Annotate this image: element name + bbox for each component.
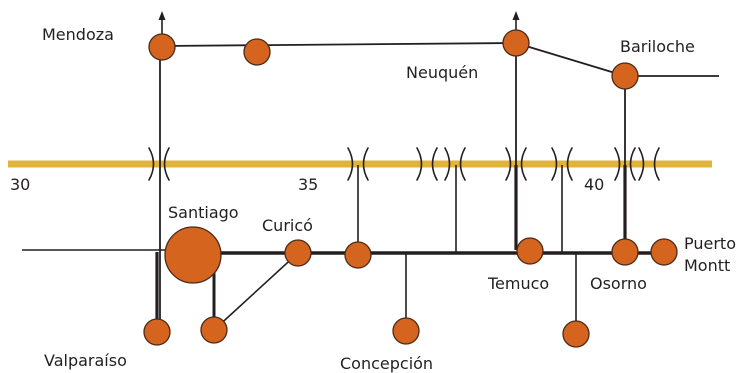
node-santiago [164, 226, 222, 284]
trans-andean-lines [155, 43, 627, 330]
node-unlabeled [562, 320, 590, 348]
city-label-osorno: Osorno [590, 274, 647, 293]
node-osorno [611, 238, 639, 266]
city-label-bariloche: Bariloche [620, 37, 695, 56]
node-unlabeled [200, 316, 228, 344]
city-label-concepcion: Concepción [340, 354, 433, 373]
pass-symbol [638, 147, 660, 181]
node-bariloche [611, 62, 639, 90]
pass-symbol [551, 147, 573, 181]
city-label-santiago: Santiago [168, 203, 239, 222]
node-curico [284, 239, 312, 267]
node-neuquen [502, 29, 530, 57]
pass-symbol [614, 147, 636, 181]
pass-symbol [444, 147, 466, 181]
city-label-puerto-montt: Puerto Montt [684, 234, 741, 275]
node-mendoza [148, 33, 176, 61]
latitude-tick-30: 30 [10, 175, 30, 194]
northern-line [161, 42, 719, 77]
node-unlabeled [243, 38, 271, 66]
latitude-tick-35: 35 [298, 175, 318, 194]
pass-symbol [416, 147, 438, 181]
city-label-curico: Curicó [262, 216, 313, 235]
city-label-neuquen: Neuquén [406, 63, 478, 82]
node-puerto-montt [650, 238, 678, 266]
city-label-valparaiso: Valparaíso [44, 351, 127, 370]
node-unlabeled [344, 241, 372, 269]
city-label-puerto: Puerto [684, 234, 736, 253]
node-temuco [516, 237, 544, 265]
pass-symbol [505, 147, 527, 181]
pass-symbol [148, 147, 170, 181]
city-label-montt: Montt [684, 256, 730, 275]
latitude-tick-40: 40 [584, 175, 604, 194]
node-valparaiso [143, 318, 171, 346]
city-label-mendoza: Mendoza [42, 25, 114, 44]
central-main-line [22, 249, 664, 255]
pass-symbol [347, 147, 369, 181]
node-concepcion [392, 317, 420, 345]
city-label-temuco: Temuco [487, 274, 549, 293]
